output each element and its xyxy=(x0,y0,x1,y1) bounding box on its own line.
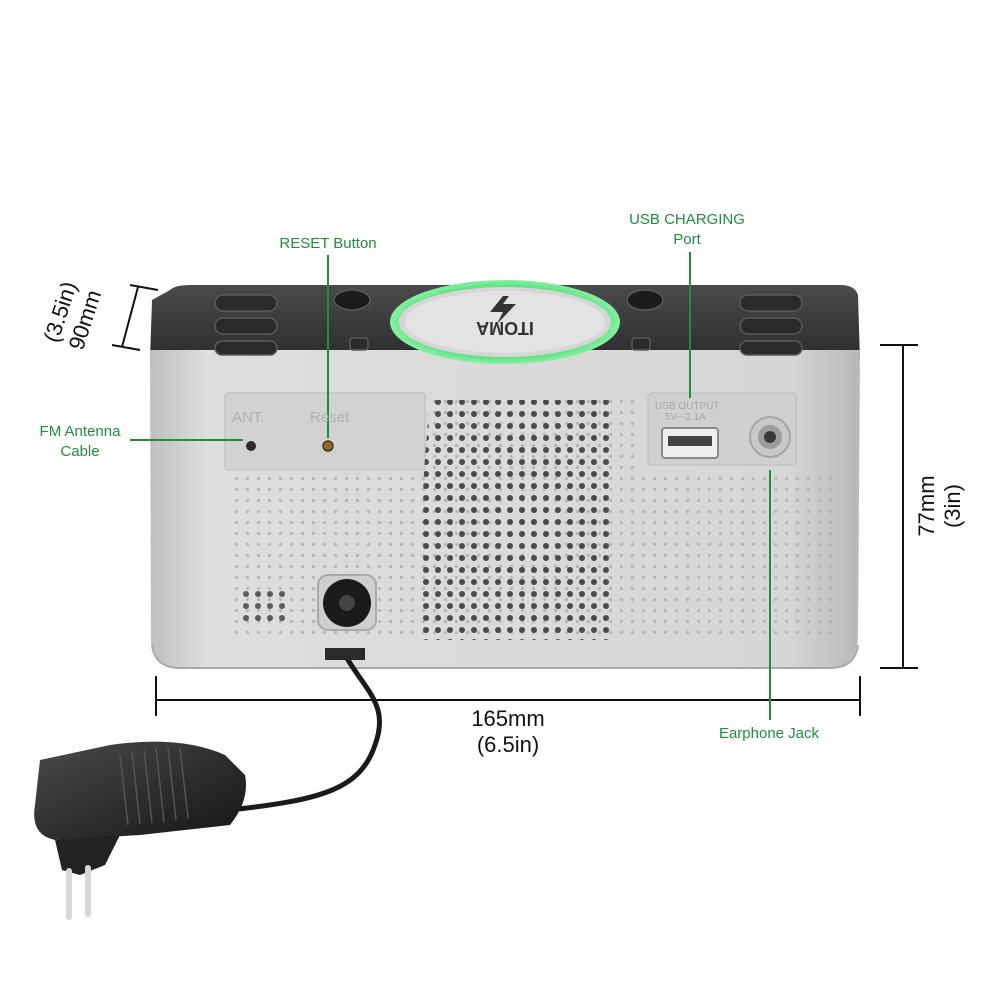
usb-output-label: USB OUTPUT xyxy=(655,401,719,412)
fm-antenna-callout: FM Antenna Cable xyxy=(22,422,138,462)
fm-antenna-callout-line2: Cable xyxy=(60,443,100,460)
height-mm: 77mm xyxy=(914,475,939,537)
wireless-charging-pad xyxy=(390,280,620,364)
width-in: (6.5in) xyxy=(476,732,540,757)
width-dimension: 165mm (6.5in) xyxy=(448,706,568,758)
charging-bolt-icon xyxy=(490,296,516,324)
width-mm: 165mm xyxy=(471,706,545,731)
fm-antenna-callout-line1: FM Antenna xyxy=(39,423,121,440)
usb-charging-callout-line2: Port xyxy=(673,231,701,248)
usb-output-rating: 5V⎓2.1A xyxy=(665,412,706,423)
antenna-port xyxy=(246,441,256,451)
dimension-lines xyxy=(111,284,918,716)
brand-logo: ITOMA xyxy=(476,318,534,338)
callout-leaders xyxy=(130,252,771,720)
earphone-jack-callout-text: Earphone Jack xyxy=(718,725,820,742)
height-dimension: 77mm (3in) xyxy=(914,446,966,566)
reset-button-callout-text: RESET Button xyxy=(279,235,377,252)
earphone-jack-callout: Earphone Jack xyxy=(704,724,834,744)
ant-label: ANT. xyxy=(232,409,265,426)
reset-hole xyxy=(322,440,334,452)
power-adapter xyxy=(34,648,382,920)
usb-charging-callout: USB CHARGING Port xyxy=(612,210,762,250)
top-buttons xyxy=(214,289,803,356)
height-in: (3in) xyxy=(940,484,965,529)
usb-charging-callout-line1: USB CHARGING xyxy=(629,211,745,228)
reset-label: Reset xyxy=(310,409,350,426)
reset-button-callout: RESET Button xyxy=(268,234,388,254)
